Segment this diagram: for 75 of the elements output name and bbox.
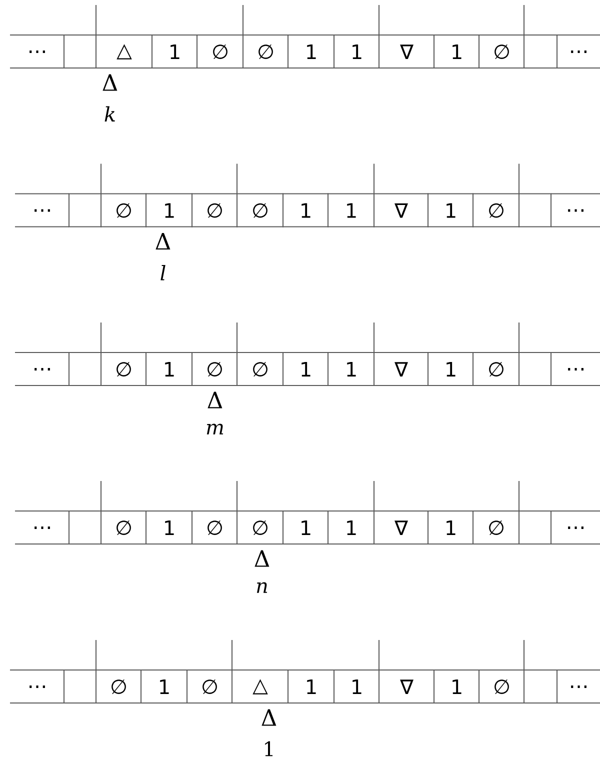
tape-cell: ∇	[374, 352, 428, 386]
tape-cell: …	[10, 670, 64, 704]
tape-cell: 1	[334, 670, 380, 704]
tape-cell: ∅	[192, 193, 238, 228]
tape-cell: 1	[428, 510, 474, 544]
tape-cell: ∅	[186, 670, 232, 704]
tape-cell: ∇	[378, 34, 434, 68]
tape-cell: 1	[434, 34, 480, 68]
tape-cell: ∅	[192, 510, 238, 544]
tape-cell: …	[556, 34, 600, 68]
tape-cell: ∇	[374, 510, 428, 544]
tape-cell: 1	[146, 510, 192, 544]
tape-cell: 1	[288, 34, 334, 68]
tape-cell	[68, 510, 102, 544]
tape-cell: 1	[282, 193, 328, 228]
tape-cell: ∅	[242, 34, 288, 68]
tape-cell: 1	[282, 352, 328, 386]
tape-cell: ∅	[472, 352, 520, 386]
tape-cell: 1	[328, 510, 374, 544]
tape-cell	[518, 193, 552, 228]
tape-cell: …	[556, 670, 600, 704]
state-label: m	[206, 424, 224, 434]
tape-cell: ∅	[472, 510, 520, 544]
tape-cell	[518, 352, 552, 386]
tape-cell: ∅	[96, 670, 142, 704]
tape-cell: 1	[282, 510, 328, 544]
tape-cell: ∅	[236, 510, 284, 544]
head-marker: Δ	[102, 74, 118, 91]
tape-cell: 1	[152, 34, 198, 68]
tape-cell: …	[550, 352, 600, 386]
tape-cell	[68, 352, 102, 386]
tape-cell: 1	[288, 670, 334, 704]
tape-cell: …	[14, 193, 70, 228]
state-label: 1	[265, 741, 272, 756]
tape-cell: 1	[328, 193, 374, 228]
tape-cell: ∅	[236, 193, 284, 228]
tape-cell: 1	[146, 352, 192, 386]
tape-cell: 1	[328, 352, 374, 386]
tape-cell	[518, 510, 552, 544]
head-marker: Δ	[208, 392, 222, 408]
tape-cell	[64, 670, 96, 704]
tape-cell: 1	[140, 670, 188, 704]
tape-cell: 1	[428, 193, 474, 228]
tape-cell: △	[96, 34, 152, 68]
tape-cell: △	[232, 670, 288, 704]
tape-cell: 1	[146, 193, 192, 228]
head-marker: Δ	[156, 233, 170, 250]
tape-cell	[524, 670, 558, 704]
tape-cell	[64, 34, 96, 68]
tape-cell: ∅	[478, 670, 524, 704]
tape-cell: ∅	[100, 510, 146, 544]
tape-cell: ∅	[236, 352, 284, 386]
tape-cell: ∅	[472, 193, 520, 228]
tape-cell: ∅	[478, 34, 524, 68]
tape-cell: ∇	[378, 670, 434, 704]
tape-cell: 1	[428, 352, 474, 386]
tape-cell: ∅	[192, 352, 238, 386]
tape-cell: …	[14, 352, 70, 386]
tape-cell: …	[550, 510, 600, 544]
state-label: n	[256, 582, 268, 593]
tape-cell	[524, 34, 558, 68]
state-label: k	[104, 106, 115, 122]
tape-cell: ∅	[196, 34, 244, 68]
state-label: l	[160, 265, 166, 280]
head-marker: Δ	[262, 709, 276, 726]
tape-cell: ∇	[374, 193, 428, 228]
tape-cell: …	[14, 510, 70, 544]
tape-cell	[68, 193, 102, 228]
tape-cell: 1	[334, 34, 380, 68]
tape-cell: 1	[434, 670, 480, 704]
tape-cell: …	[550, 193, 600, 228]
tape-cell: ∅	[100, 352, 146, 386]
tape-cell: ∅	[100, 193, 146, 228]
head-marker: Δ	[254, 550, 270, 567]
tape-cell: …	[10, 34, 64, 68]
